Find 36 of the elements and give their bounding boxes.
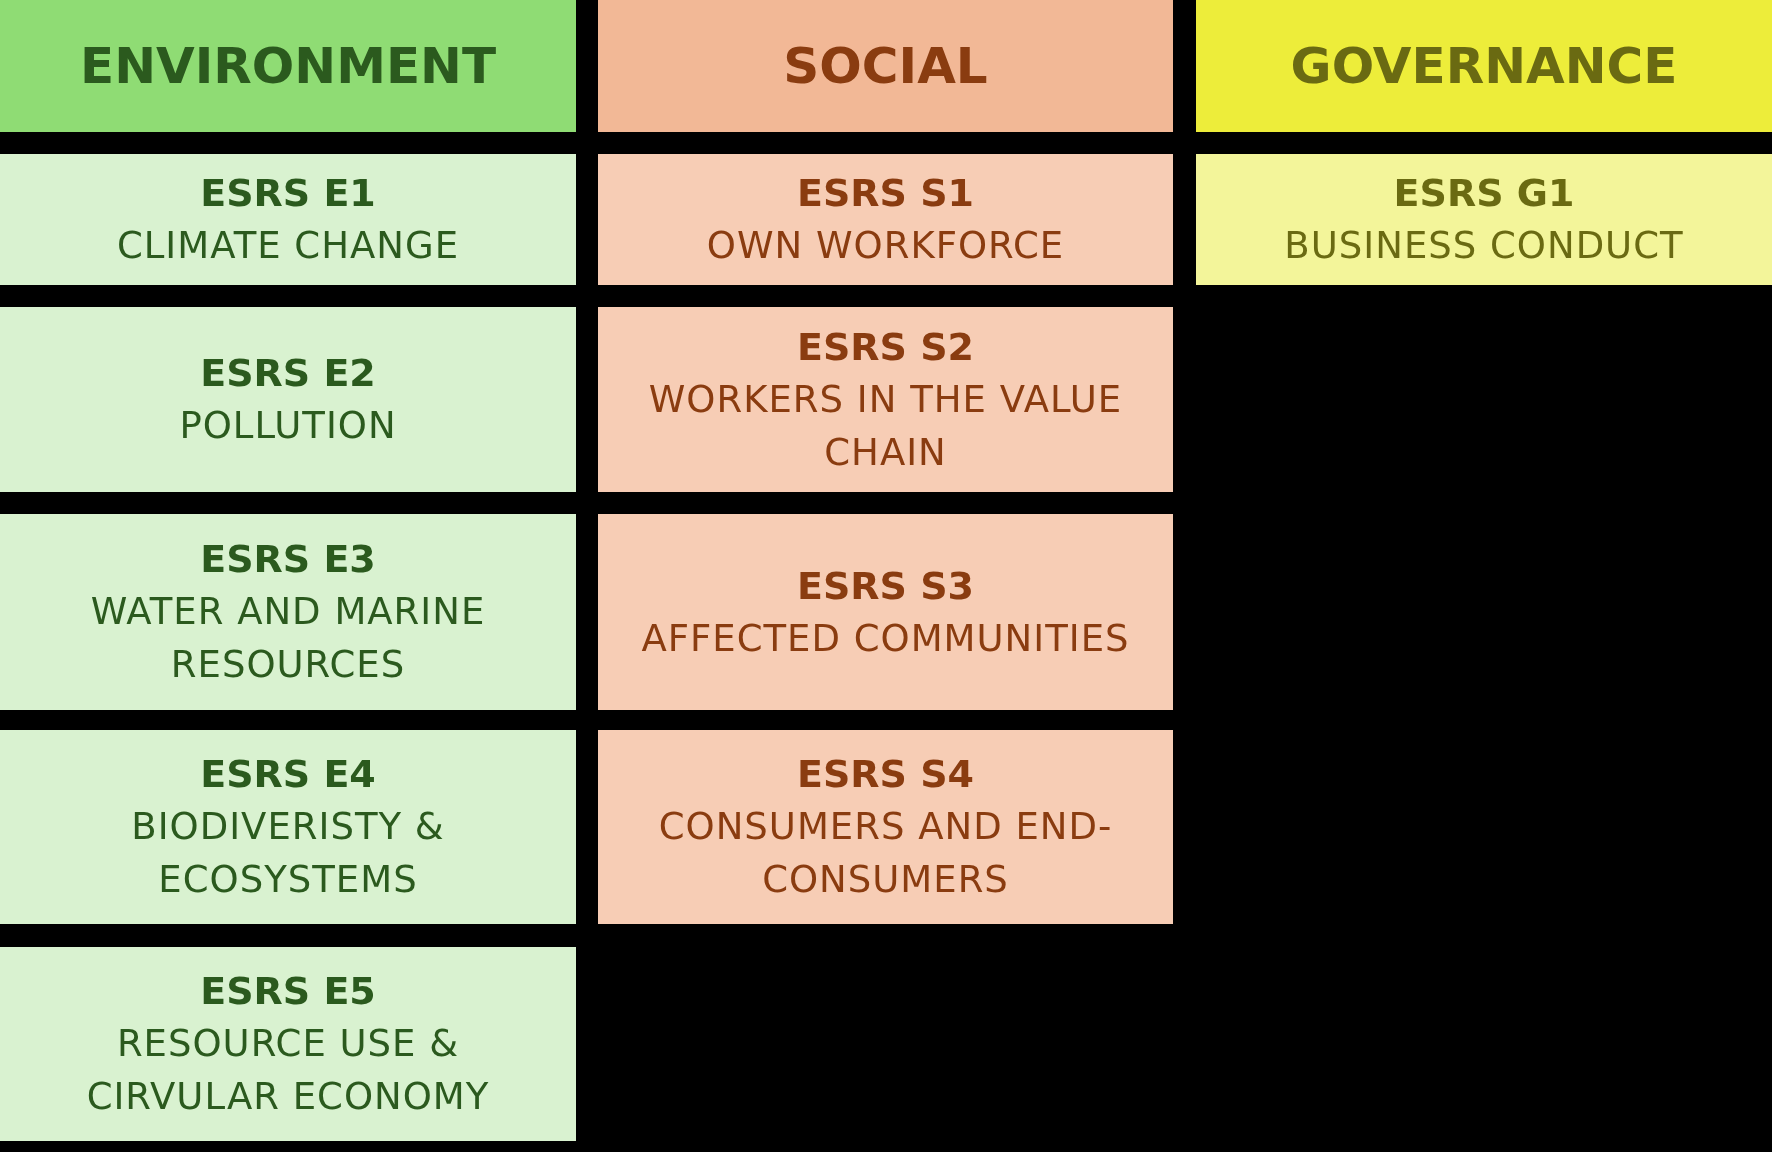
standard-card	[598, 514, 1173, 710]
standard-code: ESRS S4	[797, 751, 974, 798]
standard-code: ESRS S2	[797, 323, 974, 371]
standard-title: WORKERS IN THE VALUE CHAIN	[647, 376, 1124, 476]
standard-card	[1196, 154, 1772, 285]
standard-card	[0, 307, 576, 492]
standard-title: POLLUTION	[179, 403, 397, 449]
standard-title: RESOURCE USE & CIRVULAR ECONOMY	[85, 1021, 491, 1120]
standard-code: ESRS E3	[200, 536, 376, 583]
standard-code: ESRS S1	[797, 170, 974, 217]
standard-code: ESRS S3	[797, 562, 974, 610]
category-header	[598, 0, 1173, 132]
standard-code: ESRS E5	[200, 968, 376, 1015]
standard-card	[598, 730, 1173, 924]
header-text: SOCIAL	[783, 37, 988, 95]
standard-title: WATER AND MARINE RESOURCES	[89, 589, 487, 688]
standard-title: CONSUMERS AND END-CONSUMERS	[657, 804, 1114, 903]
header-text: GOVERNANCE	[1290, 37, 1678, 95]
standard-title: BUSINESS CONDUCT	[1284, 223, 1684, 269]
standard-card	[0, 154, 576, 285]
standard-code: ESRS E1	[200, 170, 376, 217]
standard-card	[0, 730, 576, 924]
standard-title: AFFECTED COMMUNITIES	[641, 615, 1130, 662]
standard-card	[598, 154, 1173, 285]
standard-title: OWN WORKFORCE	[706, 223, 1065, 269]
header-text: ENVIRONMENT	[80, 37, 496, 95]
standard-card	[598, 307, 1173, 492]
standard-code: ESRS G1	[1393, 170, 1575, 217]
standard-title: CLIMATE CHANGE	[116, 223, 460, 269]
standard-code: ESRS E2	[200, 350, 376, 397]
standard-card	[0, 947, 576, 1141]
standard-title: BIODIVERISTY & ECOSYSTEMS	[130, 804, 446, 903]
category-header	[0, 0, 576, 132]
standard-code: ESRS E4	[200, 751, 376, 798]
category-header	[1196, 0, 1772, 132]
standard-card	[0, 514, 576, 710]
